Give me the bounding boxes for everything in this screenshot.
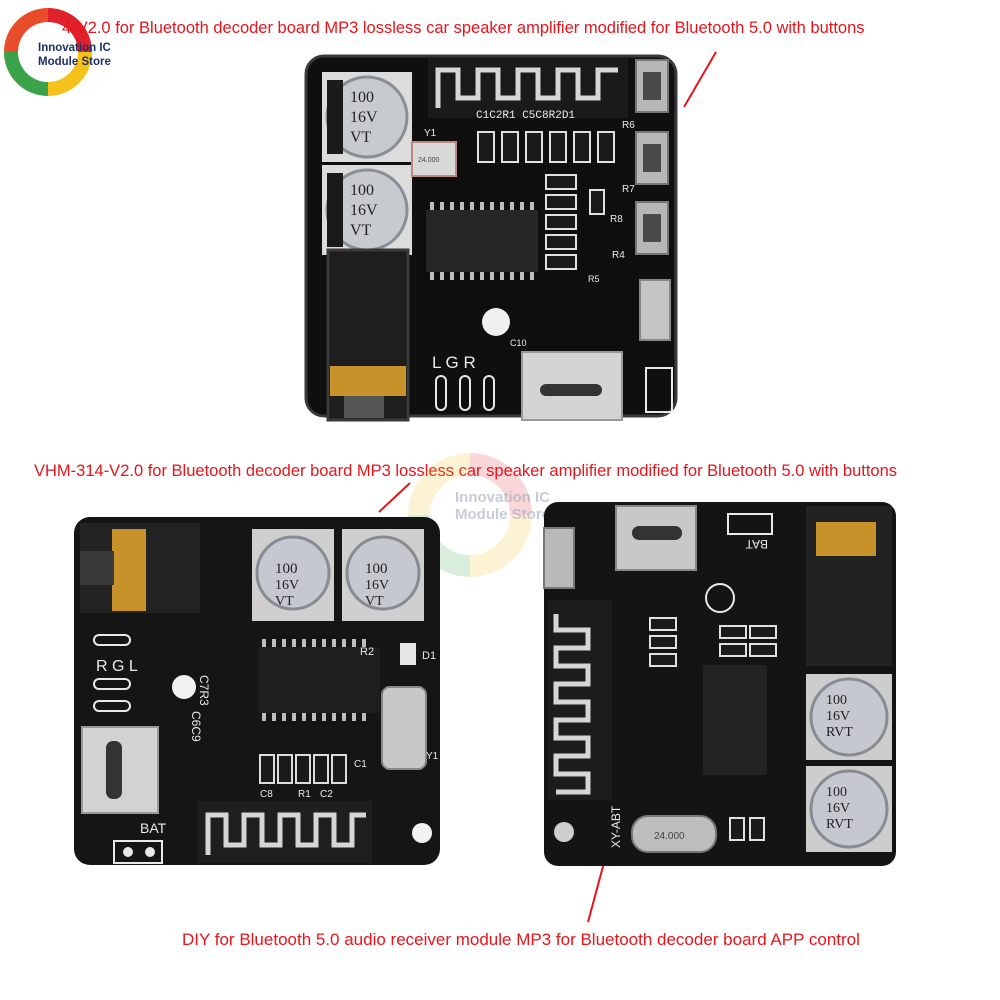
board-top-silk-lgr: L G R	[432, 353, 476, 372]
board-top-image: 100 16V VT 100 16V VT 24.000 C1C2R1 C5C8…	[304, 54, 678, 422]
board-top-cap1-value: 100	[350, 89, 374, 106]
board-middle-silk-bat: BAT	[140, 820, 167, 836]
board-middle-crystal	[381, 686, 427, 770]
board-top-silk-components: C1C2R1 C5C8R2D1	[476, 110, 575, 122]
store-logo: Innovation IC Module Store	[0, 0, 140, 110]
board-middle-cap2-suffix: VT	[365, 594, 384, 609]
watermark-line2: Module Store	[455, 506, 551, 523]
board-top-silk-r6: R6	[622, 120, 635, 131]
logo-line1: Innovation IC	[38, 42, 111, 54]
board-middle-silk-r1: R1	[298, 789, 311, 800]
board-top-crystal-label: 24.000	[418, 157, 440, 164]
board-top-buttons	[635, 59, 671, 341]
board-bottom-silk-bat: BAT	[745, 537, 768, 551]
board-middle-silk-d1: D1	[422, 650, 436, 662]
board-top-silk-r4: R4	[612, 250, 625, 261]
board-middle-cap2-value: 100	[365, 561, 388, 577]
board-top-cap1-suffix: VT	[350, 129, 372, 146]
board-middle-silk-c7r3: C7R3	[197, 675, 211, 706]
board-top-cap1-voltage: 16V	[350, 109, 378, 126]
board-middle-cap1-value: 100	[275, 561, 298, 577]
board-middle-silk-c6c9: C6C9	[189, 711, 203, 742]
board-bottom-capacitor-1	[806, 674, 892, 760]
board-bottom-cap1-suffix: RVT	[826, 725, 853, 740]
board-bottom-cap2-voltage: 16V	[826, 801, 850, 816]
board-middle-image: 100 16V VT 100 16V VT R G L C7R3 C6C9 R2…	[74, 517, 440, 865]
board-middle-cap1-suffix: VT	[275, 594, 294, 609]
board-bottom-capacitor-2	[806, 766, 892, 852]
pointer-line-bottom	[587, 858, 606, 923]
board-top-silk-r5: R5	[588, 274, 600, 284]
board-bottom-image: BAT 100 16V RVT 100 16V RVT 24.000 XY-AB…	[543, 502, 896, 866]
board-top-silk-y1: Y1	[424, 128, 437, 139]
caption-middle: VHM-314-V2.0 for Bluetooth decoder board…	[34, 462, 898, 480]
watermark-line1: Innovation IC	[455, 489, 550, 506]
pointer-line-middle	[378, 482, 411, 513]
board-middle-capacitor-1	[252, 529, 334, 621]
board-middle-silk-r2: R2	[360, 646, 374, 658]
board-middle-capacitor-2	[342, 529, 424, 621]
board-top-capacitor-2	[322, 165, 412, 255]
board-middle-silk-c2: C2	[320, 789, 333, 800]
board-top-cap2-voltage: 16V	[350, 202, 378, 219]
caption-top: 4-V2.0 for Bluetooth decoder board MP3 l…	[62, 19, 865, 37]
board-bottom-cap1-voltage: 16V	[826, 709, 850, 724]
board-top-silk-r8: R8	[610, 214, 623, 225]
board-bottom-silk-model: XY-ABT	[609, 805, 623, 848]
logo-ring-icon	[4, 8, 92, 96]
logo-line2: Module Store	[38, 56, 111, 68]
caption-bottom: DIY for Bluetooth 5.0 audio receiver mod…	[182, 930, 860, 949]
pointer-line-top	[683, 51, 717, 108]
board-middle-silk-rgl: R G L	[96, 658, 138, 675]
board-middle-cap1-voltage: 16V	[275, 578, 299, 593]
board-bottom-crystal	[631, 815, 717, 853]
board-top-crystal	[411, 141, 457, 177]
board-top-cap2-value: 100	[350, 182, 374, 199]
board-middle-cap2-voltage: 16V	[365, 578, 389, 593]
board-top-cap2-suffix: VT	[350, 222, 372, 239]
board-middle-silk-c1: C1	[354, 759, 367, 770]
board-top-capacitor-1	[322, 72, 412, 162]
board-middle-silk-c8: C8	[260, 789, 273, 800]
board-bottom-cap2-suffix: RVT	[826, 817, 853, 832]
board-bottom-cap2-value: 100	[826, 785, 847, 800]
board-middle-silk-y1: Y1	[426, 751, 439, 762]
board-top-silk-r7: R7	[622, 184, 635, 195]
board-bottom-cap1-value: 100	[826, 693, 847, 708]
board-top-silk-c10: C10	[510, 338, 527, 348]
board-bottom-crystal-label: 24.000	[654, 831, 685, 842]
